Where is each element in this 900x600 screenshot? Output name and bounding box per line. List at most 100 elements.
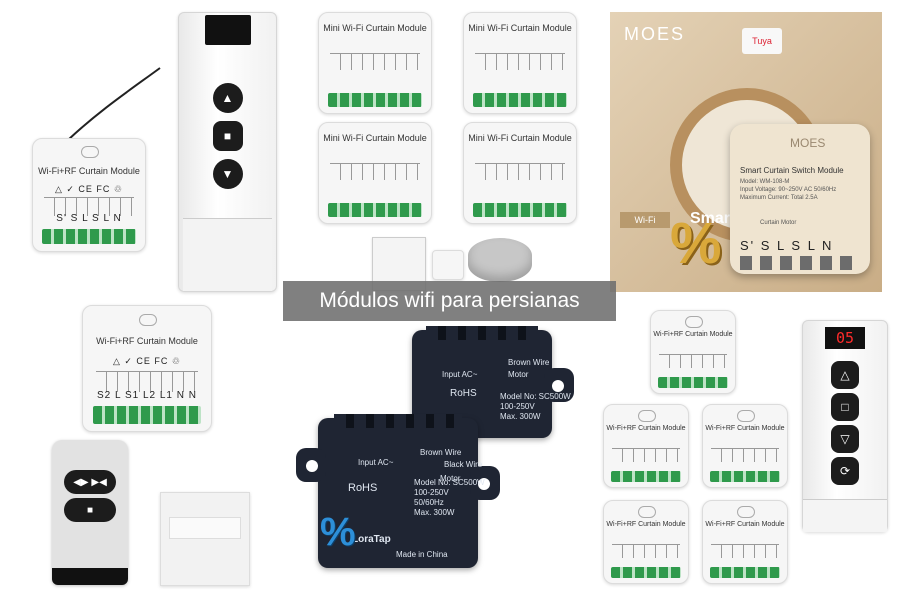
terminal-block xyxy=(709,470,781,483)
mini-wifi-module-4: Mini Wi-Fi Curtain Module xyxy=(463,122,577,224)
wiring-diagram xyxy=(44,197,134,217)
black-wire-label: Black Wire xyxy=(444,460,483,469)
rf-module-small-3: Wi-Fi+RF Curtain Module xyxy=(702,404,788,488)
keyfob-base xyxy=(52,568,128,585)
module-title: Wi-Fi+RF Curtain Module xyxy=(705,424,785,432)
mini-wifi-module-3: Mini Wi-Fi Curtain Module xyxy=(318,122,432,224)
pairing-ring-icon xyxy=(638,409,656,422)
module-title: Mini Wi-Fi Curtain Module xyxy=(323,23,427,33)
rohs-label: RoHS xyxy=(450,388,477,399)
terminal-block xyxy=(41,228,137,245)
model-line-1: Model No: SC500W xyxy=(500,392,571,401)
curtain-motor-label: Curtain Motor xyxy=(760,220,797,226)
module-title: Wi-Fi+RF Curtain Module xyxy=(653,330,733,338)
module-title: Wi-Fi+RF Curtain Module xyxy=(606,424,686,432)
model-line-4: Max. 300W xyxy=(500,412,541,421)
terminal-block xyxy=(657,376,729,389)
loratap-module-front: Input AC~ Brown Wire Black Wire Motor Ro… xyxy=(296,414,500,568)
pairing-ring-icon xyxy=(737,505,755,518)
up-arrow-icon: △ xyxy=(831,361,859,389)
tuya-badge: Tuya xyxy=(742,28,782,54)
junction-box xyxy=(468,238,532,282)
pairing-ring-icon xyxy=(685,315,703,328)
wiring-diagram xyxy=(612,447,680,462)
terminal-labels: S2 L S1 L2 L1 N N xyxy=(96,390,197,401)
spec-line-1: Model: WM-108-M xyxy=(740,179,790,185)
module-title: Mini Wi-Fi Curtain Module xyxy=(323,133,427,143)
model-line-2: 100-250V xyxy=(500,402,535,411)
loratap-module-back: Input AC~ Brown Wire Motor RoHS Model No… xyxy=(412,326,574,438)
refresh-icon: ⟳ xyxy=(831,457,859,485)
caption-banner: Módulos wifi para persianas xyxy=(283,281,616,321)
pairing-ring-icon xyxy=(737,409,755,422)
percent-sign-icon: % xyxy=(320,510,356,554)
smart-label: Smar xyxy=(690,210,731,227)
model-line-3: 50/60Hz xyxy=(414,498,444,507)
wall-remote-control: ▲ ■ ▼ xyxy=(178,12,277,292)
pairing-ring-icon xyxy=(638,505,656,518)
pairing-ring-icon xyxy=(139,313,157,326)
percent-sign-icon: % xyxy=(670,211,722,276)
module-brand: MOES xyxy=(790,136,826,150)
model-line-2: 100-250V xyxy=(414,488,449,497)
down-arrow-icon: ▽ xyxy=(831,425,859,453)
rf-module-small-2: Wi-Fi+RF Curtain Module xyxy=(603,404,689,488)
module-title: Smart Curtain Switch Module xyxy=(740,166,844,175)
rf-module-small-4: Wi-Fi+RF Curtain Module xyxy=(603,500,689,584)
down-arrow-icon: ▼ xyxy=(212,159,243,189)
terminal-block xyxy=(610,470,682,483)
terminal-screws xyxy=(334,414,462,428)
inline-module xyxy=(432,250,464,280)
wiring-diagram xyxy=(330,163,420,180)
stop-icon: ■ xyxy=(64,498,116,522)
wall-holder xyxy=(803,499,887,532)
wiring-diagram xyxy=(475,53,565,70)
mini-wifi-module-2: Mini Wi-Fi Curtain Module xyxy=(463,12,577,114)
bracket-slot xyxy=(169,517,241,539)
model-line-4: Max. 300W xyxy=(414,508,455,517)
terminal-labels: S' S L S L N xyxy=(56,213,122,225)
remote-display-window xyxy=(205,15,251,45)
wiring-diagram xyxy=(330,53,420,70)
made-in-label: Made in China xyxy=(396,550,448,559)
up-arrow-icon: ▲ xyxy=(212,83,243,113)
module-title: Wi-Fi+RF Curtain Module xyxy=(705,520,785,528)
led-display: 05 xyxy=(825,327,865,349)
brown-wire-label: Brown Wire xyxy=(420,448,462,457)
terminal-screws xyxy=(426,326,538,340)
moes-logo: MOES xyxy=(624,24,686,44)
terminal-block xyxy=(472,93,568,107)
terminal-block xyxy=(740,256,860,270)
spec-line-2: Input Voltage: 90~250V AC 50/60Hz xyxy=(740,187,837,193)
terminal-labels: S' S L S L N xyxy=(740,238,834,253)
stop-icon: □ xyxy=(831,393,859,421)
wiring-diagram xyxy=(95,371,199,392)
rf-curtain-module-large: Wi-Fi+RF Curtain Module △ ✓ CE FC ♲ S2 L… xyxy=(82,305,212,432)
terminal-block xyxy=(472,203,568,217)
rf-module-small-5: Wi-Fi+RF Curtain Module xyxy=(702,500,788,584)
terminal-block xyxy=(327,93,423,107)
rf-module-small-1: Wi-Fi+RF Curtain Module xyxy=(650,310,736,394)
motor-label: Motor xyxy=(440,474,461,483)
moes-product-box: MOES Tuya Wi-Fi Smar % MOES Smart Curtai… xyxy=(610,12,882,292)
motor-label: Motor xyxy=(508,370,529,379)
certification-symbols: △ ✓ CE FC ♲ xyxy=(112,356,182,366)
mounting-hole xyxy=(478,478,490,490)
mini-wifi-module-1: Mini Wi-Fi Curtain Module xyxy=(318,12,432,114)
antenna-wire xyxy=(67,67,161,141)
spec-line-3: Maximum Current: Total 2.5A xyxy=(740,195,818,201)
wifi-label: Wi-Fi xyxy=(620,212,670,228)
wiring-diagram xyxy=(475,163,565,180)
module-title: Mini Wi-Fi Curtain Module xyxy=(468,133,572,143)
wiring-diagram xyxy=(711,543,779,558)
terminal-block xyxy=(327,203,423,217)
mounting-hole xyxy=(552,380,564,392)
stop-icon: ■ xyxy=(212,121,243,151)
wiring-diagram xyxy=(711,447,779,462)
wiring-diagram xyxy=(659,353,727,368)
model-line-1: Model No: SC500W xyxy=(414,478,485,487)
loratap-logo: LoraTap xyxy=(352,534,391,545)
wall-bracket xyxy=(160,492,250,586)
wall-holder xyxy=(183,218,272,291)
